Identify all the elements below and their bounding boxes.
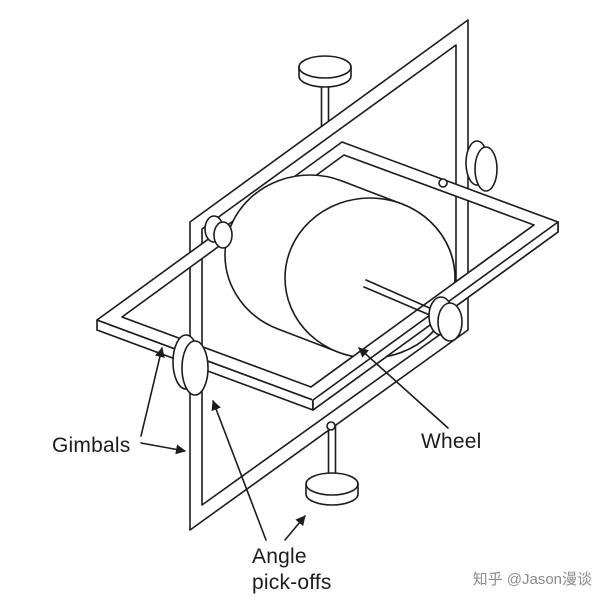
wheel-spindle (363, 279, 463, 342)
wheel-left-axle-bearing (204, 215, 233, 249)
wheel-label: Wheel (421, 430, 482, 453)
wheel-arrow (358, 347, 449, 429)
gimbals-arrow-lower (140, 442, 186, 455)
annotation-arrows (140, 347, 449, 541)
bottom-pickoff-stem (327, 423, 337, 478)
top-pickoff-stem (320, 85, 330, 128)
right-gimbal-bearing (465, 140, 498, 192)
bottom-angle-pickoff (305, 472, 359, 506)
watermark: 知乎 @Jason漫谈 (473, 571, 592, 588)
pickoffs-arrow-left (211, 400, 267, 541)
left-gimbal-bearing (172, 334, 209, 396)
top-pivot-hole (438, 178, 448, 188)
angle-pickoffs-label-line1: Angle (252, 545, 307, 568)
top-angle-pickoff (298, 55, 352, 88)
gimbals-label: Gimbals (52, 434, 130, 457)
angle-pickoffs-label-line2: pick-offs (252, 571, 332, 594)
gimbals-arrow-upper (140, 347, 165, 437)
pickoffs-arrow-right (284, 515, 306, 541)
bottom-pivot-hole (326, 421, 336, 431)
